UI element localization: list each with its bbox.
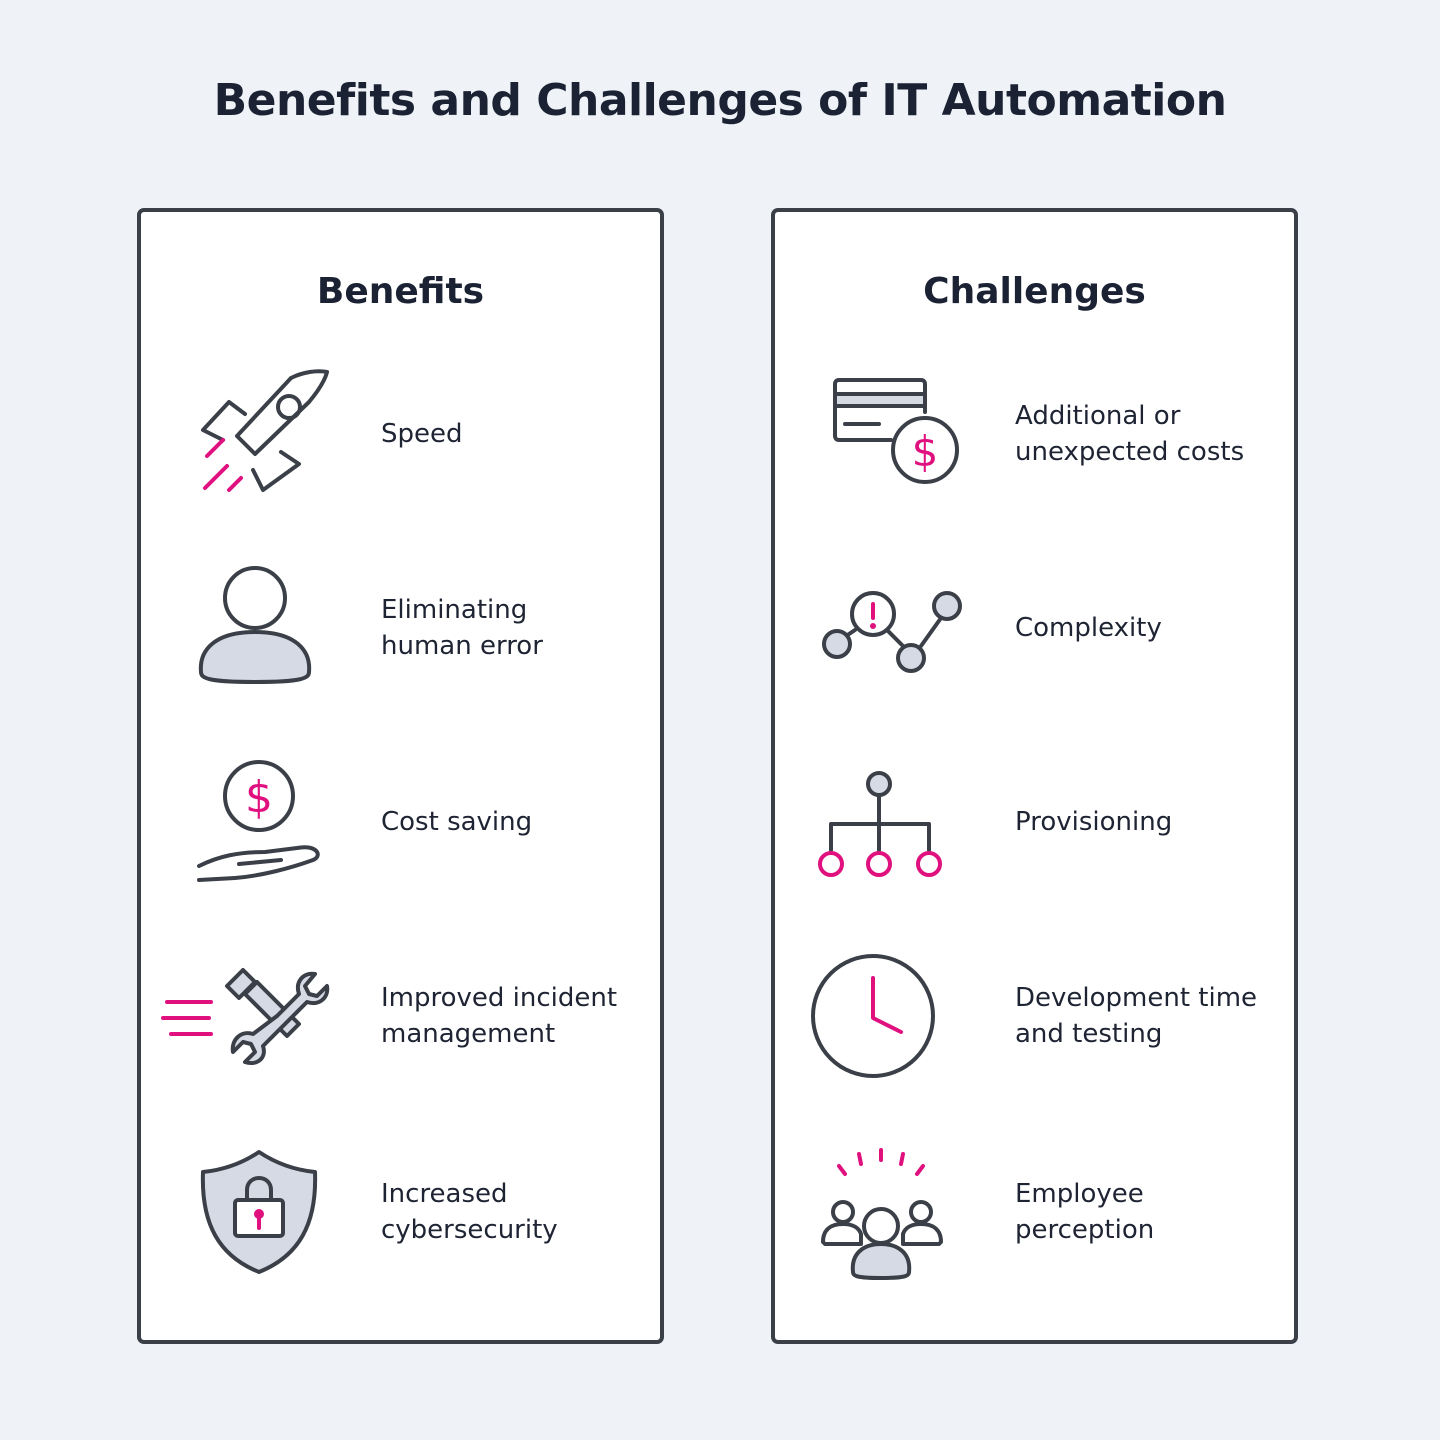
challenge-label: Additional or unexpected costs (1015, 401, 1245, 467)
benefit-item-human-error: Eliminating human error (141, 548, 660, 708)
challenge-item-costs: $ Additional or unexpected costs (775, 354, 1294, 514)
rocket-icon (201, 369, 329, 492)
credit-card-dollar-icon: $ (833, 378, 959, 484)
benefits-heading: Benefits (316, 271, 485, 312)
challenge-item-employee-perception: Employee perception (775, 1132, 1294, 1292)
benefit-label: Speed (381, 419, 463, 449)
challenges-heading: Challenges (923, 271, 1146, 312)
challenge-item-provisioning: Provisioning (775, 742, 1294, 902)
person-icon (198, 566, 312, 684)
svg-text:$: $ (245, 772, 273, 823)
hammer-wrench-icon (161, 968, 330, 1065)
benefit-item-speed: Speed (141, 354, 660, 514)
benefit-label: Improved incident management (381, 983, 618, 1049)
people-group-icon (821, 1148, 943, 1280)
svg-text:$: $ (912, 427, 939, 476)
challenge-label: Development time and testing (1015, 983, 1258, 1049)
benefit-label: Eliminating human error (381, 595, 543, 661)
benefit-label: Cost saving (381, 807, 533, 837)
benefit-item-incident-management: Improved incident management (141, 936, 660, 1096)
clock-icon (811, 954, 935, 1078)
benefit-label: Increased cybersecurity (381, 1179, 558, 1245)
challenge-label: Provisioning (1015, 807, 1173, 837)
challenge-item-complexity: Complexity (775, 548, 1294, 708)
challenge-label: Employee perception (1015, 1179, 1155, 1245)
graph-alert-icon (822, 591, 962, 673)
benefits-panel: Benefits Speed Eliminating human error $ (137, 208, 664, 1344)
benefit-item-cost-saving: $ Cost saving (141, 742, 660, 902)
hierarchy-icon (818, 771, 942, 877)
challenge-label: Complexity (1015, 613, 1162, 643)
challenge-item-development-time: Development time and testing (775, 936, 1294, 1096)
challenges-panel: Challenges $ Additional or unexpected co… (771, 208, 1298, 1344)
benefit-item-cybersecurity: Increased cybersecurity (141, 1132, 660, 1292)
hand-coin-icon: $ (197, 760, 320, 882)
shield-lock-icon (200, 1150, 318, 1274)
page-title: Benefits and Challenges of IT Automation (213, 75, 1227, 126)
